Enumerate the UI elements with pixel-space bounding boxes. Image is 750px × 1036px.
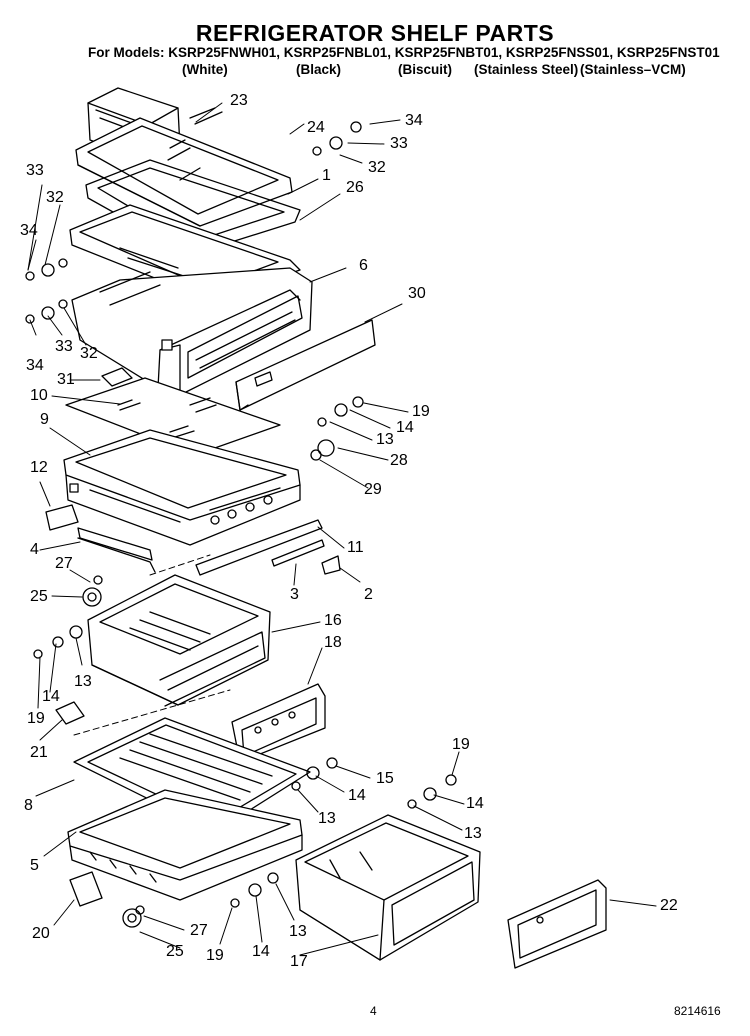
part-20-clip bbox=[70, 872, 102, 906]
callout-18: 18 bbox=[324, 634, 342, 651]
callout-24: 24 bbox=[307, 119, 325, 136]
callout-16: 16 bbox=[324, 612, 342, 629]
callout-33: 33 bbox=[390, 135, 408, 152]
callout-25: 25 bbox=[30, 588, 48, 605]
callout-14-right: 14 bbox=[466, 795, 484, 812]
hardware-group bbox=[26, 122, 456, 927]
part-31-clip bbox=[102, 368, 132, 386]
callout-13-center: 13 bbox=[318, 810, 336, 827]
part-21-clip bbox=[56, 702, 84, 724]
variant-stainless-vcm: (Stainless–VCM) bbox=[580, 62, 686, 77]
callout-14-left: 14 bbox=[42, 688, 60, 705]
callout-25-bottom: 25 bbox=[166, 943, 184, 960]
callout-8: 8 bbox=[24, 797, 33, 814]
callout-19-left: 19 bbox=[27, 710, 45, 727]
part-17-pan bbox=[296, 815, 480, 960]
callout-29: 29 bbox=[364, 481, 382, 498]
callout-21: 21 bbox=[30, 744, 48, 761]
part-22-drawer-front bbox=[508, 880, 606, 968]
callout-1: 1 bbox=[322, 167, 331, 184]
callout-13-bottom: 13 bbox=[289, 923, 307, 940]
variant-biscuit: (Biscuit) bbox=[398, 62, 452, 77]
callout-32-mid: 32 bbox=[80, 345, 98, 362]
part-2-clip bbox=[322, 556, 340, 574]
page-number: 4 bbox=[370, 1004, 377, 1018]
callout-15: 15 bbox=[376, 770, 394, 787]
callout-5: 5 bbox=[30, 857, 39, 874]
callout-13-right: 13 bbox=[464, 825, 482, 842]
callout-19-right: 19 bbox=[452, 736, 470, 753]
callout-27: 27 bbox=[55, 555, 73, 572]
models-line: For Models: KSRP25FNWH01, KSRP25FNBL01, … bbox=[88, 45, 720, 60]
callout-19-bottom: 19 bbox=[206, 947, 224, 964]
callout-30: 30 bbox=[408, 285, 426, 302]
part-9-frame bbox=[64, 430, 300, 545]
callout-10: 10 bbox=[30, 387, 48, 404]
part-30-bar bbox=[236, 320, 375, 410]
callout-14: 14 bbox=[396, 419, 414, 436]
callout-34-mid: 34 bbox=[26, 357, 44, 374]
callout-3: 3 bbox=[290, 586, 299, 603]
callout-23: 23 bbox=[230, 92, 248, 109]
callout-34: 34 bbox=[405, 112, 423, 129]
variant-stainless-steel: (Stainless Steel) bbox=[474, 62, 579, 77]
callout-14-bottom: 14 bbox=[252, 943, 270, 960]
callout-9: 9 bbox=[40, 411, 49, 428]
variant-black: (Black) bbox=[296, 62, 342, 77]
callout-33-left: 33 bbox=[26, 162, 44, 179]
part-3-strip bbox=[272, 540, 324, 566]
callout-13: 13 bbox=[376, 431, 394, 448]
callout-32-left: 32 bbox=[46, 189, 64, 206]
document-number: 8214616 bbox=[674, 1004, 721, 1018]
callout-13-left: 13 bbox=[74, 673, 92, 690]
diagram-title: REFRIGERATOR SHELF PARTS bbox=[195, 20, 555, 46]
callout-27-bottom: 27 bbox=[190, 922, 208, 939]
callout-28: 28 bbox=[390, 452, 408, 469]
callout-11: 11 bbox=[347, 539, 364, 556]
callout-32: 32 bbox=[368, 159, 386, 176]
callout-14-center: 14 bbox=[348, 787, 366, 804]
part-6-drawer bbox=[72, 268, 312, 395]
callout-31: 31 bbox=[57, 371, 75, 388]
callout-22: 22 bbox=[660, 897, 678, 914]
callout-33-mid: 33 bbox=[55, 338, 73, 355]
callout-6: 6 bbox=[359, 257, 368, 274]
callout-20: 20 bbox=[32, 925, 50, 942]
callout-17: 17 bbox=[290, 953, 308, 970]
leader-lines bbox=[28, 103, 656, 955]
callout-4: 4 bbox=[30, 541, 39, 558]
part-11-rail bbox=[196, 520, 322, 575]
part-12-clip bbox=[46, 505, 78, 530]
part-5-frame bbox=[68, 790, 302, 900]
callout-2: 2 bbox=[364, 586, 373, 603]
callout-26: 26 bbox=[346, 179, 364, 196]
callout-19: 19 bbox=[412, 403, 430, 420]
callout-34-left: 34 bbox=[20, 222, 38, 239]
part-16-drawer bbox=[88, 575, 270, 706]
variant-white: (White) bbox=[182, 62, 228, 77]
part-4-rail bbox=[78, 528, 155, 572]
callout-12: 12 bbox=[30, 459, 48, 476]
